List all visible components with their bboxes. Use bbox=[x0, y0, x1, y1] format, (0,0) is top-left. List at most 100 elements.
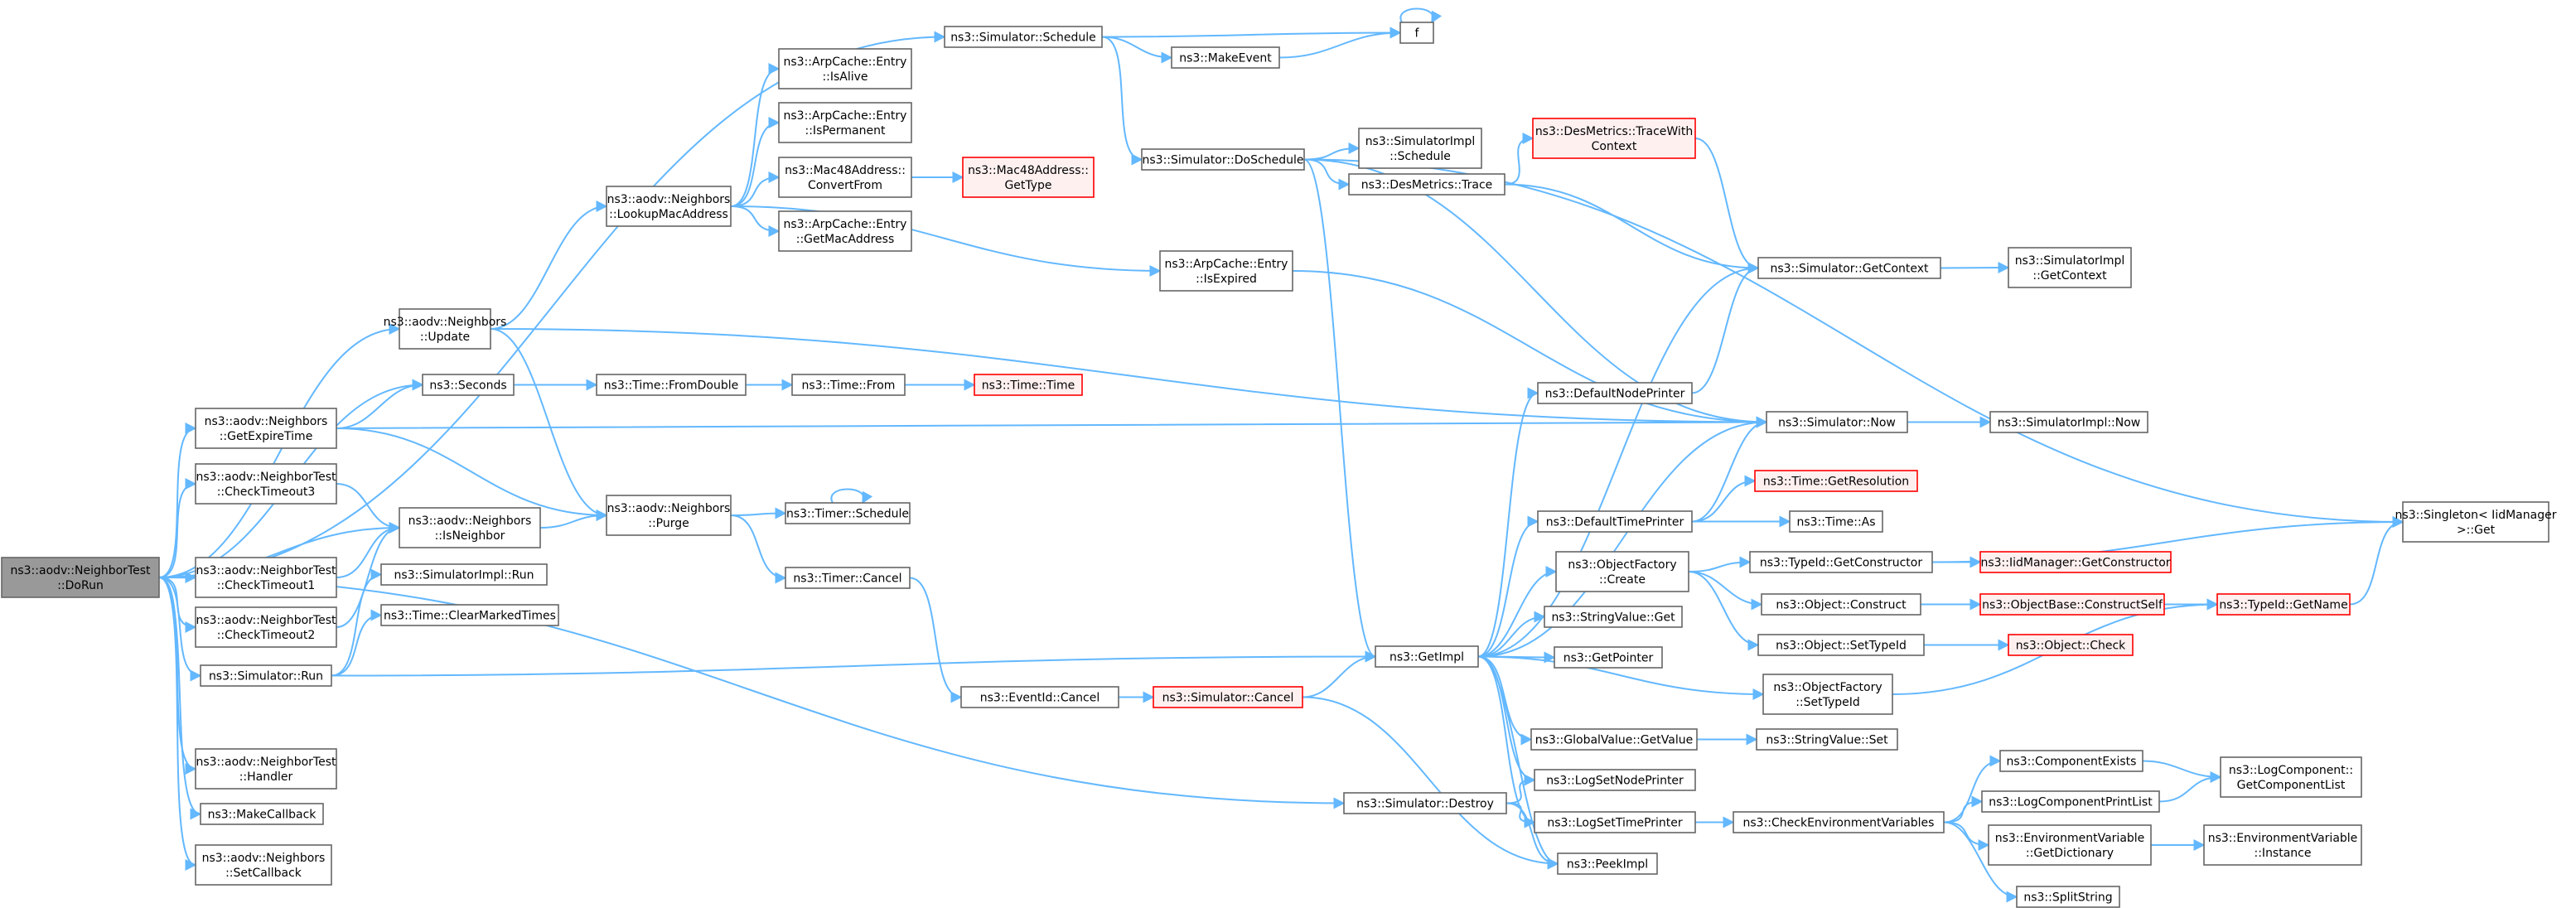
node-stringvalueget[interactable]: ns3::StringValue::Get bbox=[1544, 606, 1683, 628]
node-f[interactable]: f bbox=[1399, 22, 1434, 44]
node-simimplgetcontext[interactable]: ns3::SimulatorImpl::GetContext bbox=[2008, 247, 2132, 288]
node-objconstruct[interactable]: ns3::Object::Construct bbox=[1761, 593, 1921, 616]
node-box bbox=[606, 186, 732, 227]
edge-doschedule-to-getimpl bbox=[1303, 158, 1377, 663]
node-lookupmac[interactable]: ns3::aodv::Neighbors::LookupMacAddress bbox=[606, 186, 732, 227]
node-simimplrun[interactable]: ns3::SimulatorImpl::Run bbox=[380, 563, 548, 586]
node-layer: ns3::aodv::NeighborTest::DoRunns3::aodv:… bbox=[1, 22, 2557, 908]
node-simimplnow[interactable]: ns3::SimulatorImpl::Now bbox=[1989, 411, 2148, 433]
edge-desmetricstrace-to-getcontext bbox=[1504, 183, 1760, 274]
node-objcheck[interactable]: ns3::Object::Check bbox=[2008, 634, 2134, 656]
node-box bbox=[1979, 551, 2172, 573]
node-getimpl[interactable]: ns3::GetImpl bbox=[1375, 645, 1479, 668]
node-box bbox=[785, 567, 911, 589]
node-timeas[interactable]: ns3::Time::As bbox=[1789, 510, 1883, 533]
node-timercancel[interactable]: ns3::Timer::Cancel bbox=[785, 567, 911, 589]
node-iidgetctor[interactable]: ns3::IidManager::GetConstructor bbox=[1979, 551, 2172, 573]
node-simimplschedule[interactable]: ns3::SimulatorImpl::Schedule bbox=[1358, 128, 1482, 169]
node-fromdouble[interactable]: ns3::Time::FromDouble bbox=[596, 374, 747, 396]
node-objfactorysettypeid[interactable]: ns3::ObjectFactory::SetTypeId bbox=[1762, 674, 1893, 715]
node-defaulttimeprinter[interactable]: ns3::DefaultTimePrinter bbox=[1537, 510, 1693, 533]
node-getexpire[interactable]: ns3::aodv::Neighbors::GetExpireTime bbox=[195, 408, 337, 449]
node-singletonget[interactable]: ns3::Singleton< IidManager>::Get bbox=[2395, 501, 2557, 543]
node-envgetdict[interactable]: ns3::EnvironmentVariable::GetDictionary bbox=[1988, 824, 2152, 866]
node-simcancel[interactable]: ns3::Simulator::Cancel bbox=[1153, 686, 1303, 708]
node-stringvalueset[interactable]: ns3::StringValue::Set bbox=[1756, 728, 1898, 751]
edge-objfactorycreate-to-typeidgetctor bbox=[1688, 556, 1752, 572]
node-ct1[interactable]: ns3::aodv::NeighborTest::CheckTimeout1 bbox=[195, 557, 337, 598]
node-getcontext[interactable]: ns3::Simulator::GetContext bbox=[1757, 257, 1941, 279]
node-label: ns3::EventId::Cancel bbox=[980, 692, 1100, 705]
node-getmacaddr[interactable]: ns3::ArpCache::Entry::GetMacAddress bbox=[778, 210, 912, 252]
node-box bbox=[778, 102, 912, 143]
node-label: ns3::aodv::Neighbors bbox=[202, 852, 326, 865]
node-clearmarked[interactable]: ns3::Time::ClearMarkedTimes bbox=[380, 604, 559, 626]
node-desmetricstrace[interactable]: ns3::DesMetrics::Trace bbox=[1348, 173, 1505, 196]
node-globalvalueget[interactable]: ns3::GlobalValue::GetValue bbox=[1530, 728, 1698, 751]
node-box bbox=[1534, 811, 1696, 833]
node-setcallback[interactable]: ns3::aodv::Neighbors::SetCallback bbox=[195, 844, 332, 886]
node-getpointer[interactable]: ns3::GetPointer bbox=[1554, 646, 1663, 669]
node-logsetnodeprinter[interactable]: ns3::LogSetNodePrinter bbox=[1534, 769, 1696, 791]
edge-checkenv-to-logcomplist bbox=[1943, 795, 1984, 823]
node-makecallback[interactable]: ns3::MakeCallback bbox=[200, 803, 324, 825]
node-purge[interactable]: ns3::aodv::Neighbors::Purge bbox=[606, 495, 732, 536]
node-envinstance[interactable]: ns3::EnvironmentVariable::Instance bbox=[2203, 824, 2362, 866]
node-label: >::Get bbox=[2457, 524, 2496, 537]
node-convertfrom[interactable]: ns3::Mac48Address::ConvertFrom bbox=[778, 157, 912, 198]
node-objsettypeid[interactable]: ns3::Object::SetTypeId bbox=[1757, 634, 1925, 656]
node-getresolution[interactable]: ns3::Time::GetResolution bbox=[1754, 470, 1918, 492]
edge-desmetricstrace-to-tracewithcontext bbox=[1504, 133, 1534, 186]
node-splitstring[interactable]: ns3::SplitString bbox=[2016, 886, 2120, 908]
node-dorun[interactable]: ns3::aodv::NeighborTest::DoRun bbox=[1, 557, 160, 598]
node-timetime[interactable]: ns3::Time::Time bbox=[974, 374, 1083, 396]
node-label: ns3::Time::As bbox=[1796, 516, 1875, 529]
node-ct3[interactable]: ns3::aodv::NeighborTest::CheckTimeout3 bbox=[195, 463, 337, 505]
node-timefrom[interactable]: ns3::Time::From bbox=[791, 374, 906, 396]
node-handler[interactable]: ns3::aodv::NeighborTest::Handler bbox=[195, 748, 337, 790]
node-constructself[interactable]: ns3::ObjectBase::ConstructSelf bbox=[1979, 593, 2165, 616]
node-checkenv[interactable]: ns3::CheckEnvironmentVariables bbox=[1733, 811, 1945, 833]
node-ispermanent[interactable]: ns3::ArpCache::Entry::IsPermanent bbox=[778, 102, 912, 143]
node-box bbox=[944, 26, 1103, 48]
node-typeidgetname[interactable]: ns3::TypeId::GetName bbox=[2216, 593, 2351, 616]
node-simschedule[interactable]: ns3::Simulator::Schedule bbox=[944, 26, 1103, 48]
node-defaultnodeprinter[interactable]: ns3::DefaultNodePrinter bbox=[1537, 382, 1693, 404]
node-ct2[interactable]: ns3::aodv::NeighborTest::CheckTimeout2 bbox=[195, 606, 337, 648]
node-label: Context bbox=[1592, 140, 1637, 153]
edge-simschedule-to-makeevent bbox=[1101, 36, 1173, 64]
node-doschedule[interactable]: ns3::Simulator::DoSchedule bbox=[1141, 148, 1305, 171]
node-peekimpl[interactable]: ns3::PeekImpl bbox=[1557, 852, 1658, 875]
node-label: ns3::Timer::Cancel bbox=[793, 572, 901, 586]
node-label: ns3::ArpCache::Entry bbox=[784, 56, 907, 69]
node-objfactorycreate[interactable]: ns3::ObjectFactory::Create bbox=[1555, 551, 1689, 592]
node-makeevent[interactable]: ns3::MakeEvent bbox=[1171, 46, 1280, 69]
node-isalive[interactable]: ns3::ArpCache::Entry::IsAlive bbox=[778, 48, 912, 89]
edge-f-to-f bbox=[1399, 7, 1443, 24]
node-simrun[interactable]: ns3::Simulator::Run bbox=[200, 664, 332, 687]
node-logcompget[interactable]: ns3::LogComponent::GetComponentList bbox=[2220, 756, 2362, 798]
node-seconds[interactable]: ns3::Seconds bbox=[422, 374, 515, 396]
node-isneighbor[interactable]: ns3::aodv::Neighbors::IsNeighbor bbox=[399, 507, 541, 548]
edge-lookupmac-to-isexpired bbox=[730, 205, 1162, 277]
node-label: f bbox=[1415, 27, 1420, 41]
node-label: ns3::DefaultTimePrinter bbox=[1546, 516, 1684, 529]
node-isexpired[interactable]: ns3::ArpCache::Entry::IsExpired bbox=[1159, 250, 1293, 292]
node-update[interactable]: ns3::aodv::Neighbors::Update bbox=[384, 308, 507, 350]
node-box bbox=[785, 502, 911, 524]
node-box bbox=[778, 48, 912, 89]
node-simdestroy[interactable]: ns3::Simulator::Destroy bbox=[1343, 792, 1507, 814]
node-mac48gettype[interactable]: ns3::Mac48Address::GetType bbox=[962, 157, 1095, 198]
node-eventidcancel[interactable]: ns3::EventId::Cancel bbox=[960, 686, 1119, 708]
node-label: ns3::aodv::Neighbors bbox=[384, 316, 507, 329]
node-logsettimeprinter[interactable]: ns3::LogSetTimePrinter bbox=[1534, 811, 1696, 833]
node-timertschedule[interactable]: ns3::Timer::Schedule bbox=[785, 502, 911, 524]
node-label: ns3::Simulator::Schedule bbox=[950, 31, 1096, 45]
node-simnow[interactable]: ns3::Simulator::Now bbox=[1766, 411, 1908, 433]
node-logcomplist[interactable]: ns3::LogComponentPrintList bbox=[1981, 790, 2160, 813]
node-typeidgetctor[interactable]: ns3::TypeId::GetConstructor bbox=[1749, 551, 1933, 573]
node-label: GetComponentList bbox=[2237, 779, 2346, 792]
edge-update-to-purge bbox=[490, 328, 608, 521]
node-componentexists[interactable]: ns3::ComponentExists bbox=[1999, 750, 2143, 772]
